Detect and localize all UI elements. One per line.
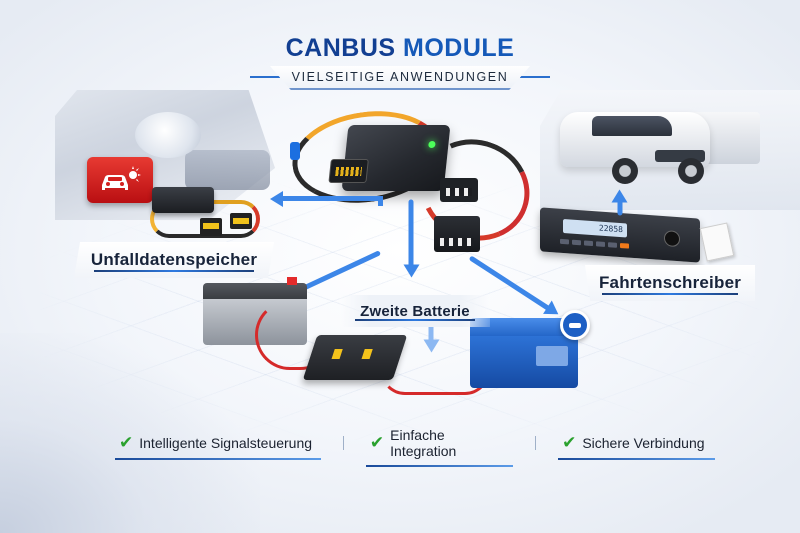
- arrow-to-van: [617, 199, 623, 216]
- feature-list: ✔ Intelligente Signalsteuerung ✔ Einfach…: [115, 427, 716, 467]
- subtitle-banner: VIELSEITIGE ANWENDUNGEN: [250, 66, 550, 92]
- label-zweite-batterie: Zweite Batterie: [340, 295, 490, 327]
- car-crash-icon: [87, 157, 153, 203]
- connector-plug: [440, 178, 478, 202]
- label-text: Fahrtenschreiber: [598, 273, 742, 292]
- feature-item: ✔ Sichere Verbindung: [558, 432, 716, 460]
- label-fahrtenschreiber: Fahrtenschreiber: [585, 265, 755, 301]
- feature-underline: [558, 457, 716, 460]
- subtitle-box: [270, 66, 530, 90]
- label-underline: [355, 319, 475, 321]
- car-crash-glyph: [102, 166, 141, 190]
- minus-icon: [560, 310, 590, 340]
- module-port: [328, 159, 369, 183]
- battery-cable: [255, 300, 335, 370]
- subtitle: VIELSEITIGE ANWENDUNGEN: [291, 70, 509, 84]
- tachograph-buttons: [560, 238, 629, 249]
- divider-right: [520, 76, 550, 78]
- check-icon: ✔: [562, 432, 577, 453]
- cable-clip: [290, 142, 300, 160]
- airbag-image: [135, 112, 201, 158]
- check-icon: ✔: [369, 432, 385, 453]
- label-underline: [94, 270, 254, 272]
- label-text: Unfalldatenspeicher: [90, 250, 258, 269]
- status-led: [428, 141, 436, 148]
- tachograph-knob: [664, 230, 680, 248]
- connector-plug: [434, 216, 480, 252]
- feature-underline: [115, 457, 321, 460]
- yellow-connector: [200, 218, 222, 236]
- title-canbus: CANBUS: [285, 34, 396, 62]
- separator: [342, 436, 344, 450]
- background-shade: [0, 333, 260, 533]
- label-text: Zweite Batterie: [360, 302, 470, 320]
- check-icon: ✔: [119, 432, 134, 453]
- arrow-stem: [378, 196, 383, 206]
- feature-item: ✔ Einfache Integration: [365, 427, 514, 467]
- tachograph-display: 22858: [563, 219, 627, 238]
- label-underline: [602, 293, 738, 295]
- feature-item: ✔ Intelligente Signalsteuerung: [115, 432, 321, 460]
- feature-label: Einfache Integration: [390, 427, 457, 459]
- second-battery-image: [470, 318, 578, 388]
- label-unfalldatenspeicher: Unfalldatenspeicher: [74, 242, 274, 278]
- separator: [535, 436, 537, 450]
- page-title: CANBUS MODULE: [0, 34, 800, 63]
- van-image: [560, 102, 710, 184]
- yellow-connector: [230, 213, 252, 229]
- canbus-module-device: [328, 125, 451, 191]
- dashboard-image: [185, 150, 270, 190]
- feature-label: Sichere Verbindung: [582, 435, 705, 451]
- feature-underline: [365, 465, 514, 467]
- recorder-module-image: [152, 187, 214, 213]
- arrow-to-unfalldatenspeicher: [280, 196, 380, 201]
- feature-label: Intelligente Signalsteuerung: [139, 435, 313, 451]
- divider-left: [250, 76, 280, 78]
- arrow-down: [408, 199, 414, 268]
- title-module: MODULE: [403, 34, 515, 62]
- arrow-to-relay: [428, 324, 434, 343]
